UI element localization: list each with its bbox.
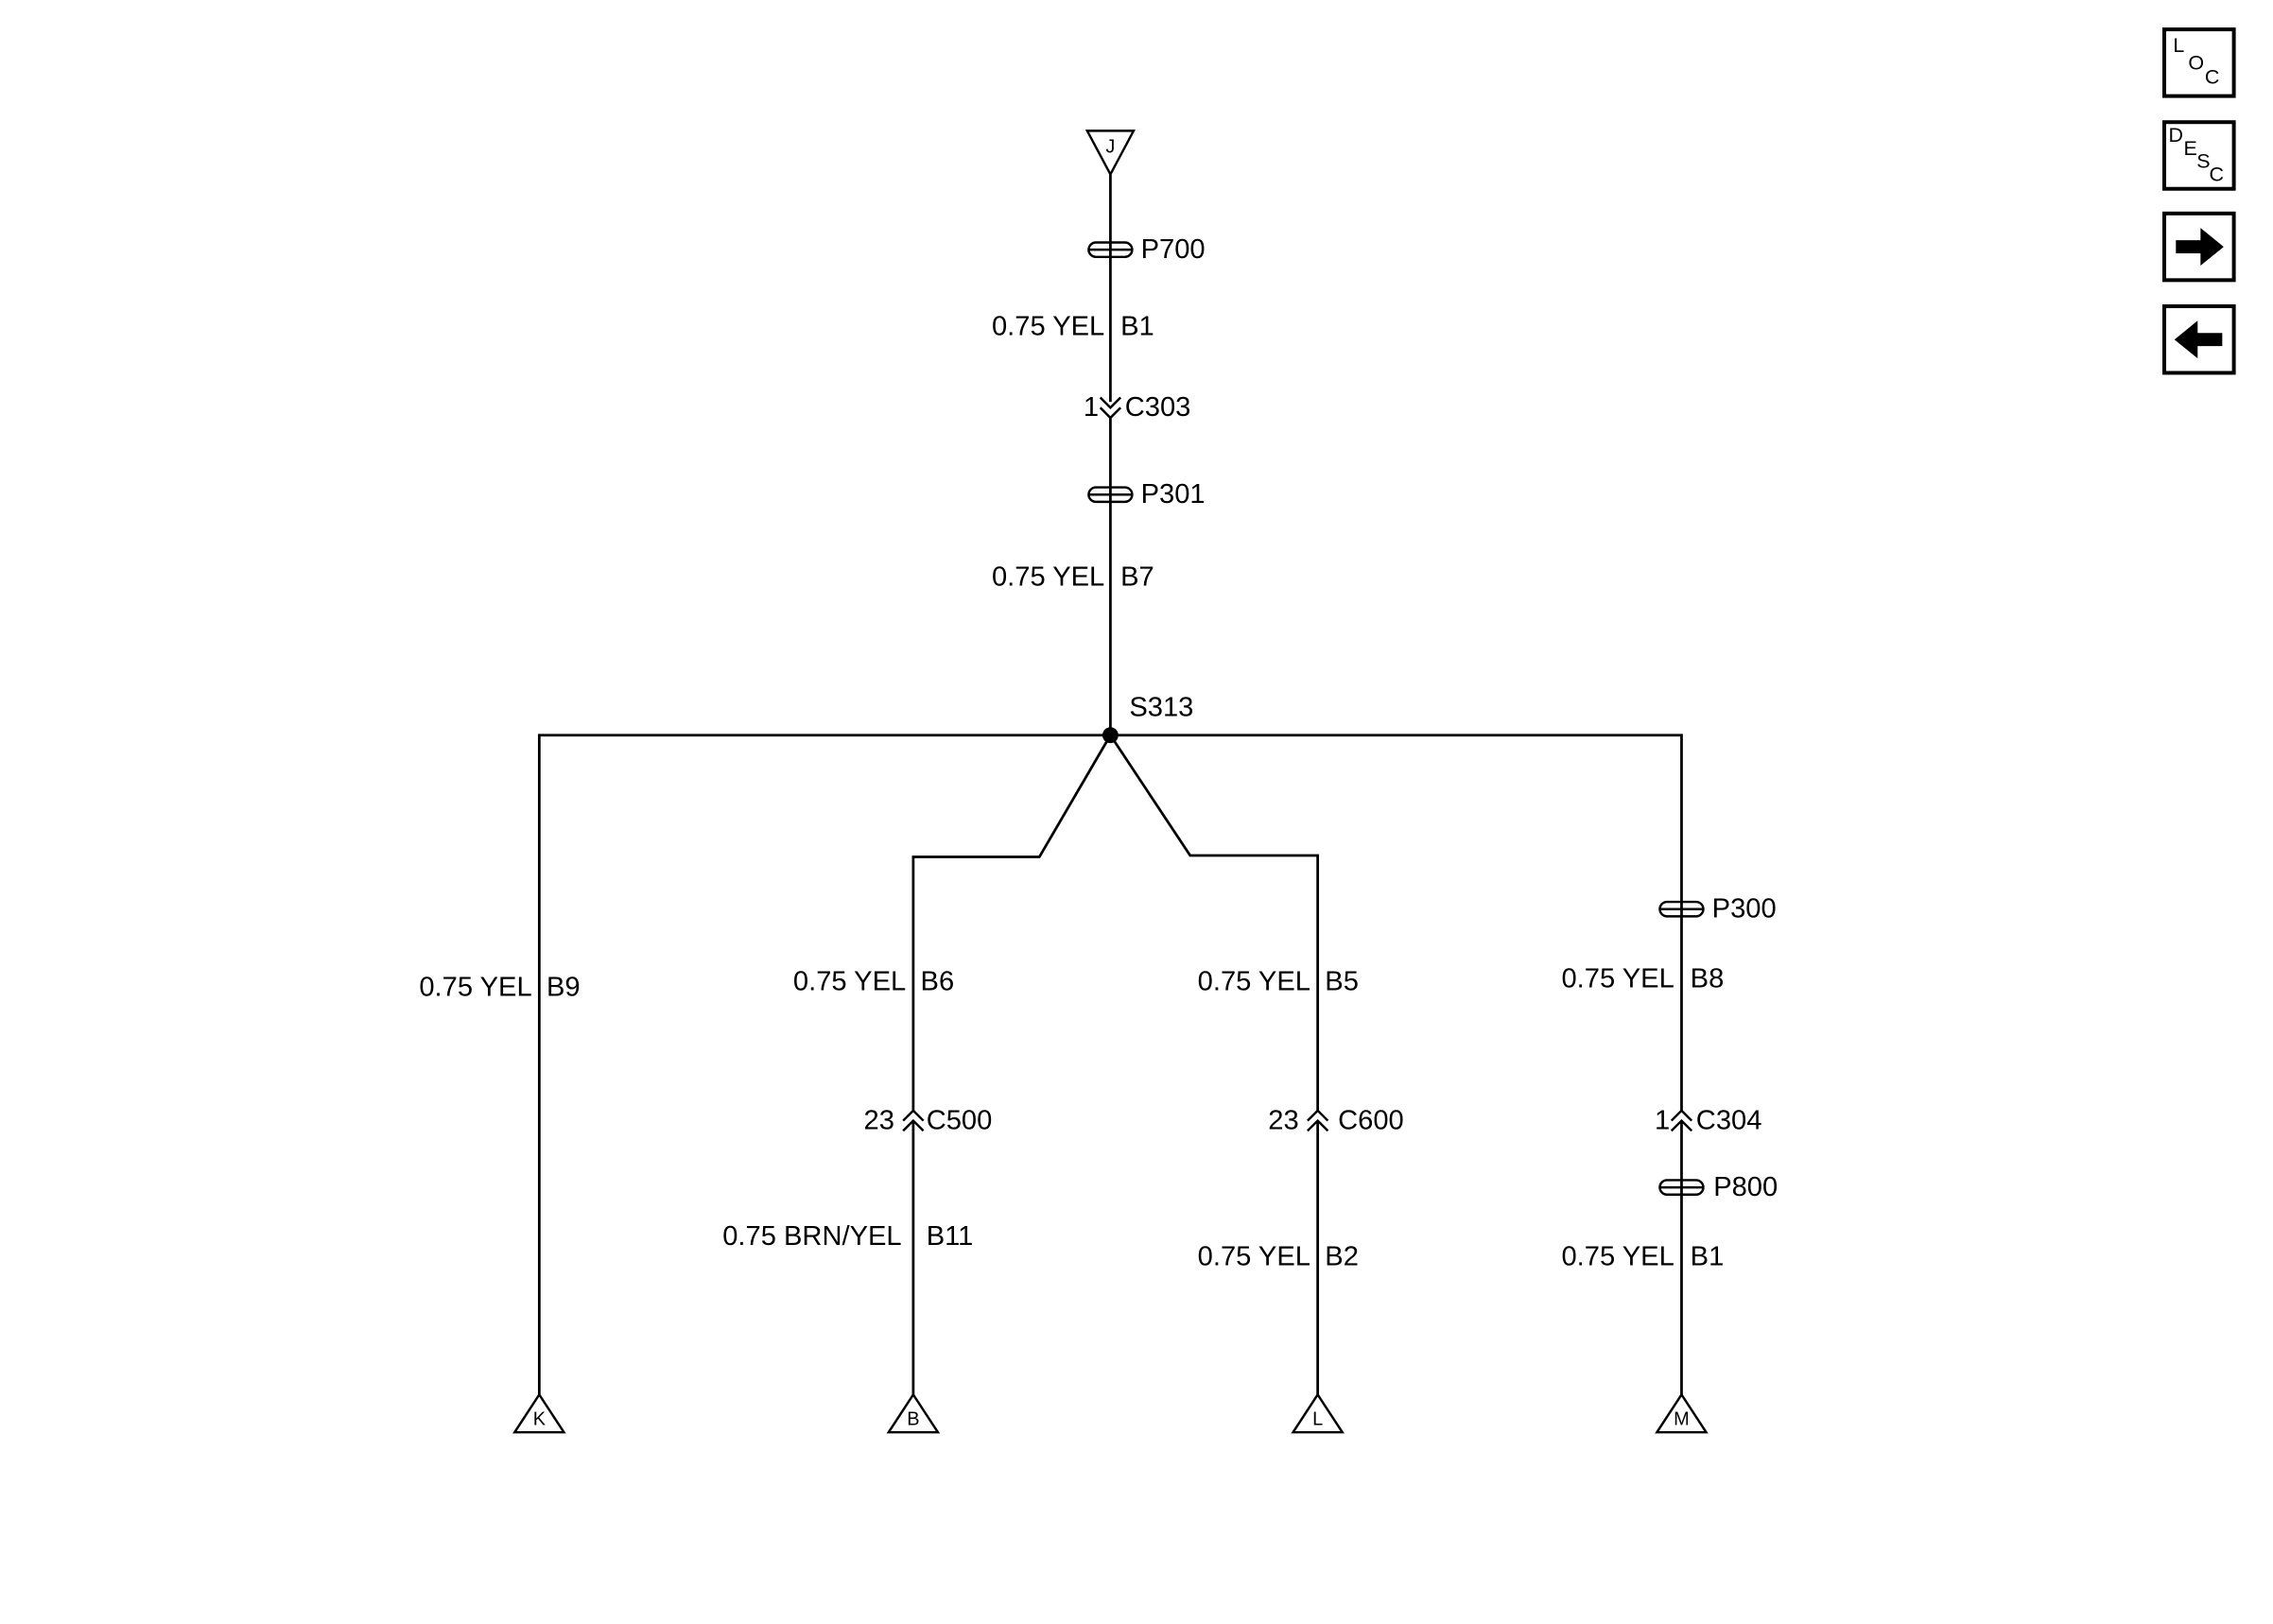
connector-chevron-upper	[1670, 1109, 1693, 1122]
connector-name: C303	[1125, 392, 1191, 423]
ref-triangle-down	[1084, 130, 1136, 178]
splice-dot	[1102, 727, 1119, 744]
wire-circuit: B6	[921, 966, 955, 996]
off-page-ref-l: L	[1291, 1392, 1345, 1434]
pass-through-label: P700	[1141, 234, 1206, 265]
wire-size-color: 0.75 YEL	[992, 311, 1104, 341]
wire-circuit: B5	[1325, 966, 1359, 996]
desc-button-frame[interactable]	[2162, 120, 2236, 191]
connector-pin: 1	[1655, 1106, 1670, 1136]
connector-c304-symbol	[1670, 1109, 1693, 1132]
ref-triangle-up	[1655, 1392, 1709, 1434]
wire-circuit: B8	[1691, 963, 1725, 993]
connector-name: C304	[1696, 1106, 1762, 1136]
connector-chevron-upper	[1307, 1109, 1329, 1122]
pass-through-label: P800	[1713, 1172, 1778, 1202]
connector-chevron-upper	[902, 1109, 925, 1122]
wire-size-color: 0.75 YEL	[1561, 1242, 1674, 1272]
wire-size-color: 0.75 YEL	[1198, 1242, 1310, 1272]
splice-label: S313	[1129, 693, 1193, 723]
ref-triangle-up	[512, 1392, 566, 1434]
wire-size-color: 0.75 BRN/YEL	[722, 1221, 901, 1252]
connector-chevron-lower	[1099, 406, 1122, 420]
desc-letter-s: S	[2196, 150, 2210, 173]
wire-circuit: B7	[1120, 562, 1154, 593]
next-page-button[interactable]	[2162, 211, 2236, 283]
wire-circuit: B11	[927, 1221, 974, 1252]
left-arrow-icon	[2174, 320, 2223, 359]
loc-button[interactable]: L O C	[2162, 27, 2236, 98]
connector-chevron-upper	[1099, 396, 1122, 409]
pass-through-p700	[1087, 241, 1134, 259]
connector-c500-symbol	[902, 1109, 925, 1132]
wires	[537, 174, 1683, 1395]
wire-size-color: 0.75 YEL	[419, 973, 531, 1003]
bus-wire-k-to-m	[537, 734, 1683, 1395]
ref-letter: B	[907, 1408, 919, 1429]
connector-pin: 23	[864, 1106, 894, 1136]
wire-size-color: 0.75 YEL	[793, 966, 906, 996]
wire-circuit: B2	[1325, 1242, 1359, 1272]
connector-pin: 1	[1084, 392, 1099, 423]
loc-letter-c: C	[2205, 66, 2220, 89]
desc-button[interactable]: D E S C	[2162, 120, 2236, 191]
branch-l-wire-upper	[1109, 734, 1320, 1111]
connector-c600-symbol	[1307, 1109, 1329, 1132]
off-page-ref-b: B	[886, 1392, 941, 1434]
wire-circuit: B9	[547, 973, 581, 1003]
wire-size-color: 0.75 YEL	[1198, 966, 1310, 996]
connector-chevron-lower	[902, 1118, 925, 1132]
right-arrow-icon	[2176, 228, 2224, 266]
loc-letter-o: O	[2188, 51, 2204, 74]
ref-letter: M	[1674, 1408, 1690, 1429]
connector-name: C600	[1338, 1106, 1404, 1136]
ref-triangle-up	[886, 1392, 941, 1434]
connector-chevron-lower	[1670, 1118, 1693, 1132]
loc-button-frame[interactable]	[2162, 27, 2236, 98]
wire-size-color: 0.75 YEL	[1561, 963, 1674, 993]
previous-page-button[interactable]	[2162, 303, 2236, 375]
off-page-ref-k: K	[512, 1392, 566, 1434]
off-page-ref-j: J	[1084, 130, 1136, 178]
desc-letter-c: C	[2209, 163, 2224, 185]
pass-through-p800	[1658, 1179, 1705, 1196]
pass-through-label: P301	[1141, 479, 1206, 510]
loc-letter-l: L	[2173, 34, 2184, 57]
ref-letter: J	[1105, 136, 1115, 157]
pass-through-label: P300	[1712, 894, 1777, 924]
pass-through-p300	[1658, 900, 1705, 918]
pass-through-p301	[1087, 486, 1134, 504]
ref-letter: L	[1312, 1408, 1323, 1429]
connector-chevron-lower	[1307, 1118, 1329, 1132]
wire-circuit: B1	[1691, 1242, 1725, 1272]
branch-b-wire-upper	[911, 734, 1112, 1111]
ref-triangle-up	[1291, 1392, 1345, 1434]
connector-name: C500	[927, 1106, 993, 1136]
desc-letter-d: D	[2169, 124, 2184, 147]
connector-pin: 23	[1268, 1106, 1298, 1136]
connector-c303-symbol	[1099, 396, 1122, 420]
off-page-ref-m: M	[1655, 1392, 1709, 1434]
desc-letter-e: E	[2183, 137, 2196, 160]
wire-size-color: 0.75 YEL	[992, 562, 1104, 593]
ref-letter: K	[533, 1408, 547, 1429]
wire-circuit: B1	[1120, 311, 1154, 341]
